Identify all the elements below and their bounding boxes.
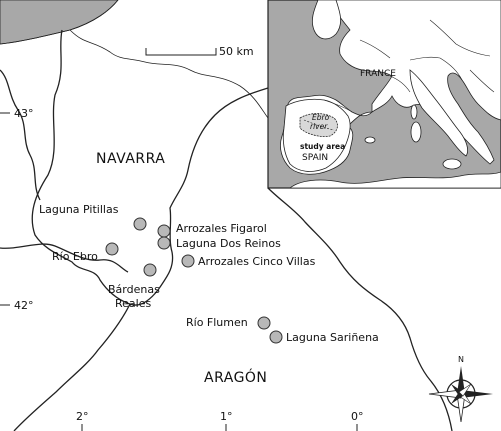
latitude-43: 43° bbox=[0, 107, 34, 120]
site-marker-arrozales-cinco-villas bbox=[181, 254, 195, 268]
site-label-arrozales-figarol: Arrozales Figarol bbox=[176, 222, 267, 235]
inset-ebro-river bbox=[303, 119, 335, 131]
latitude-43-label: 43° bbox=[14, 107, 34, 120]
region-navarra-label: NAVARRA bbox=[96, 151, 165, 167]
longitude-0: 0° bbox=[351, 410, 364, 431]
site-marker-laguna-dos-reinos bbox=[157, 236, 171, 250]
inset-study-area bbox=[299, 113, 338, 137]
aragon-west-border bbox=[13, 303, 131, 431]
inset-balearics bbox=[364, 136, 376, 144]
inset-sicily bbox=[442, 158, 462, 170]
site-marker-laguna-pitillas bbox=[133, 217, 147, 231]
coastline bbox=[0, 0, 119, 45]
site-label-bardenas-line1: Bárdenas bbox=[108, 283, 160, 296]
inset-label-spain: SPAIN bbox=[302, 153, 328, 163]
site-marker-bardenas-reales bbox=[143, 263, 157, 277]
longitude-1-label: 1° bbox=[220, 410, 233, 423]
bay-of-biscay bbox=[0, 0, 119, 45]
site-label-arrozales-cinco-villas: Arrozales Cinco Villas bbox=[198, 255, 316, 268]
site-marker-arrozales-figarol bbox=[157, 224, 171, 238]
inset-label-ebro-1: Ebro bbox=[312, 113, 330, 122]
inset-label-study-area: study area bbox=[300, 142, 345, 151]
longitude-2: 2° bbox=[76, 410, 89, 431]
la-rioja-border bbox=[0, 243, 129, 273]
site-label-rio-ebro: Río Ebro bbox=[52, 250, 98, 263]
site-label-bardenas-line2: Reales bbox=[115, 297, 151, 310]
aragon-east-border bbox=[267, 187, 453, 431]
site-marker-rio-flumen bbox=[257, 316, 271, 330]
inset-uk bbox=[311, 0, 341, 40]
latitude-42-label: 42° bbox=[14, 299, 34, 312]
inset-sardinia bbox=[410, 121, 422, 143]
france-spain-border bbox=[69, 29, 269, 119]
scale-bar: 50 km bbox=[145, 45, 254, 58]
site-label-laguna-sarinena: Laguna Sariñena bbox=[286, 331, 379, 344]
inset-corsica bbox=[410, 104, 418, 120]
longitude-2-label: 2° bbox=[76, 410, 89, 423]
inset-label-ebro-2: river bbox=[310, 122, 328, 131]
latitude-42: 42° bbox=[0, 299, 34, 312]
region-aragon-label: ARAGÓN bbox=[204, 368, 267, 386]
site-marker-rio-ebro bbox=[105, 242, 119, 256]
site-label-laguna-pitillas: Laguna Pitillas bbox=[39, 203, 119, 216]
inset-borders bbox=[323, 19, 495, 113]
site-marker-laguna-sarinena bbox=[269, 330, 283, 344]
north-arrow: N bbox=[428, 355, 493, 423]
longitude-0-label: 0° bbox=[351, 410, 364, 423]
longitude-1: 1° bbox=[220, 410, 233, 431]
inset-label-france: FRANCE bbox=[360, 69, 396, 79]
site-label-laguna-dos-reinos: Laguna Dos Reinos bbox=[176, 237, 281, 250]
inset-italy bbox=[409, 69, 468, 157]
site-label-rio-flumen: Río Flumen bbox=[186, 316, 248, 329]
north-arrow-label: N bbox=[458, 355, 464, 364]
inset-north-africa bbox=[288, 171, 501, 189]
left-boundary bbox=[0, 69, 41, 201]
scale-bar-label: 50 km bbox=[219, 45, 254, 58]
inset-map: FRANCE SPAIN Ebro river study area bbox=[267, 0, 501, 189]
navarra-border bbox=[31, 29, 269, 306]
